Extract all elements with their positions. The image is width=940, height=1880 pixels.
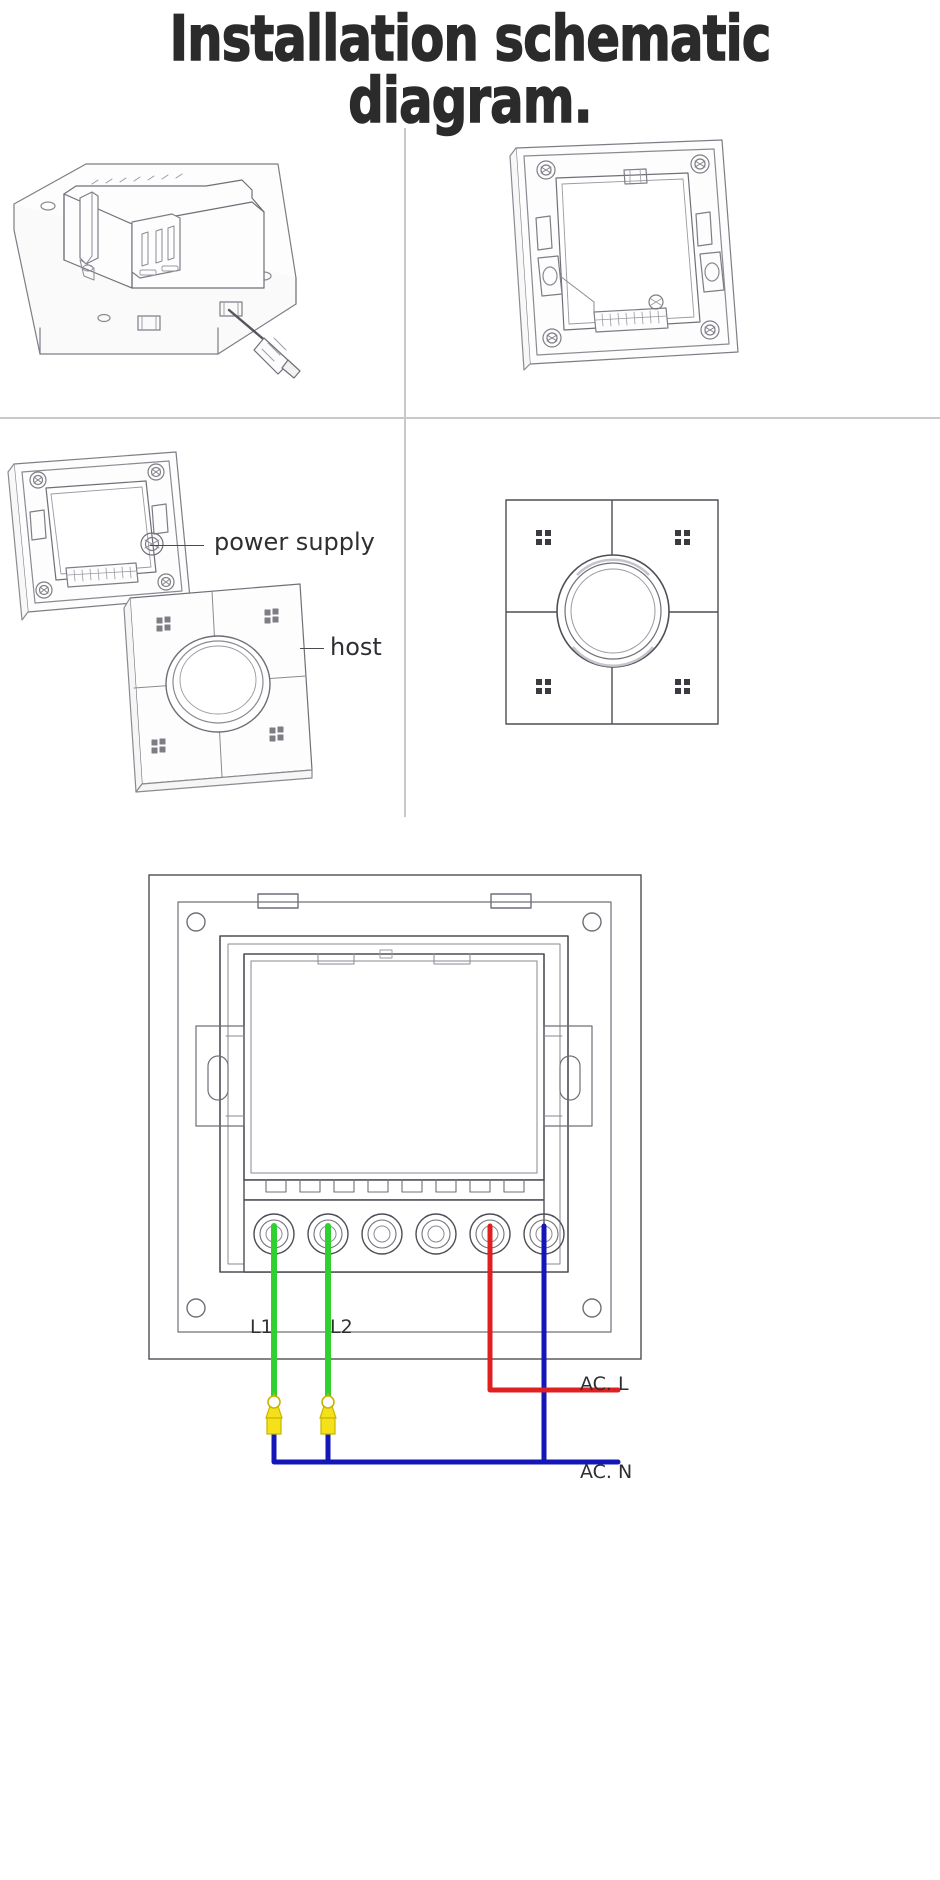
corner-touch-icon-tl [536,530,551,545]
divider-vertical-bottom [404,417,406,817]
divider-horizontal [0,417,940,419]
label-l1: L1 [250,1316,273,1338]
panel-mounting-frame-front-view [498,126,758,376]
corner-touch-icon-tr [264,608,279,624]
label-ac-l: AC. L [580,1373,629,1395]
corner-touch-icon-br [269,726,284,742]
page-title: Installation schematic diagram. [94,2,846,137]
panel-assembled-faceplate-front-view [503,497,723,729]
label-ac-n: AC. N [580,1461,633,1483]
label-host: host [330,633,382,661]
leader-line-host [300,648,324,650]
screwdriver-icon [227,308,301,379]
panel-frame-and-host-exploded-view [0,440,404,800]
panel-terminal-wiring-diagram [148,874,788,1494]
corner-touch-icon-br [675,679,690,694]
faceplate-corner-touch-icons [536,530,690,694]
corner-touch-icon-tl [156,616,171,632]
corner-touch-icon-bl [536,679,551,694]
divider-vertical-top [404,128,406,417]
lug-l2 [319,1392,337,1435]
page-title-line2: diagram. [348,64,594,137]
corner-touch-icon-tr [675,530,690,545]
label-power-supply: power supply [214,528,375,556]
wire-ac-l [487,1223,621,1393]
leader-line-power-supply [150,545,204,547]
lug-l1 [265,1392,283,1435]
terminal-4 [415,1213,457,1255]
label-l2: L2 [330,1316,353,1338]
terminal-3 [361,1213,403,1255]
panel-module-mounted-on-backplate-with-screwdriver [6,138,336,379]
page-title-line1: Installation schematic [169,2,772,75]
corner-touch-icon-bl [151,738,166,754]
